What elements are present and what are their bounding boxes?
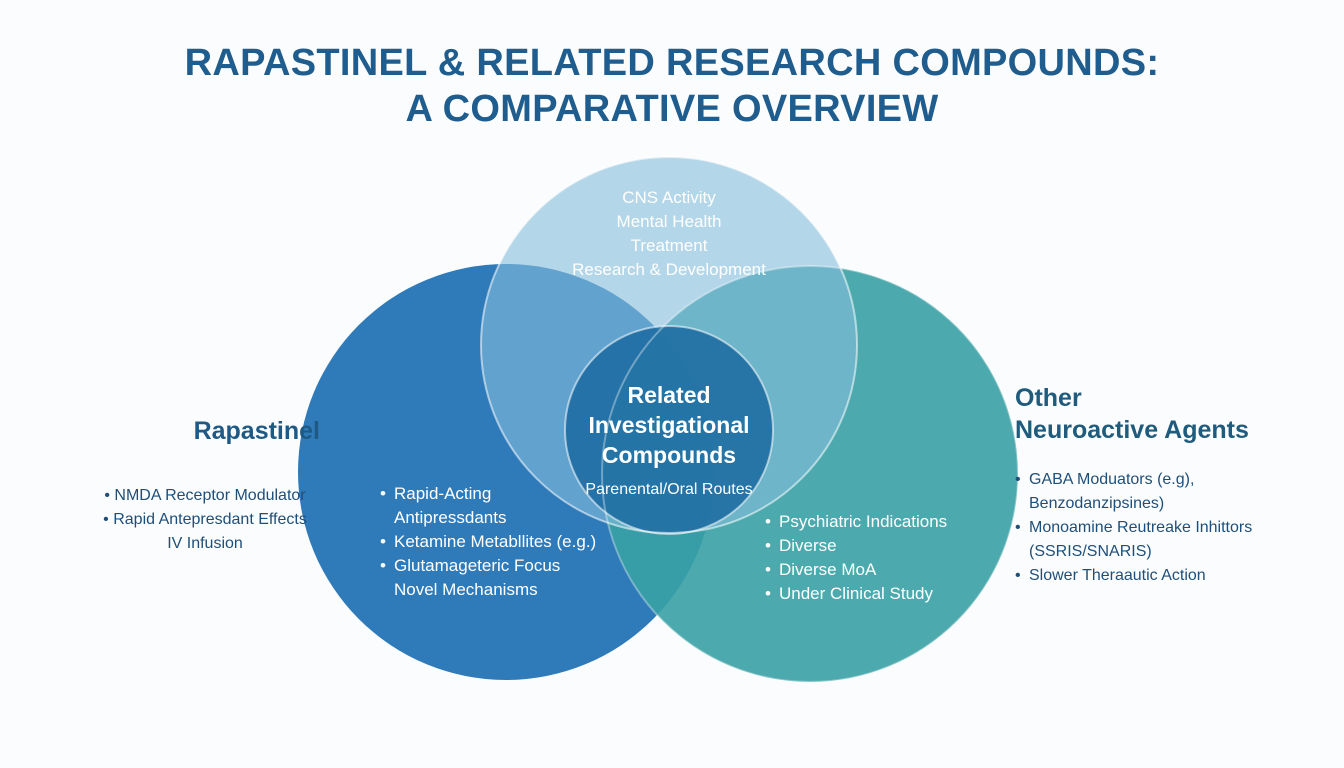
list-item: Rapid-Acting bbox=[380, 482, 596, 506]
top-circle-text: CNS Activity Mental Health Treatment Res… bbox=[572, 188, 766, 279]
list-item: Diverse MoA bbox=[765, 558, 947, 582]
list-item: Antipressdants bbox=[394, 508, 507, 527]
list-item: Glutamageteric Focus bbox=[380, 554, 596, 578]
left-circle-list: Rapid-Acting Antipressdants Ketamine Met… bbox=[380, 482, 596, 602]
list-item: Benzodanzipsines) bbox=[1029, 495, 1165, 512]
list-item: Ketamine Metabllites (e.g.) bbox=[380, 530, 596, 554]
center-circle-text: Related Investigational Compounds Parene… bbox=[585, 382, 753, 498]
page-title: RAPASTINEL & RELATED RESEARCH COMPOUNDS:… bbox=[184, 42, 1160, 130]
other-agents-heading: Other Neuroactive Agents bbox=[1015, 384, 1249, 444]
center-circle bbox=[565, 326, 773, 534]
list-item: Slower Theraautic Action bbox=[1015, 564, 1252, 588]
list-item: Novel Mechanisms bbox=[394, 580, 538, 599]
list-item: GABA Moduators (e.g), bbox=[1015, 468, 1252, 492]
center-circle-outline bbox=[564, 325, 774, 535]
list-item: Monoamine Reutreake Inhittors bbox=[1015, 516, 1252, 540]
list-item: (SSRIS/SNARIS) bbox=[1029, 543, 1152, 560]
right-circle-list: Psychiatric Indications Diverse Diverse … bbox=[765, 510, 947, 606]
rapastinel-list: • NMDA Receptor Modulator • Rapid Antepr… bbox=[103, 487, 307, 552]
list-item: Psychiatric Indications bbox=[765, 510, 947, 534]
rapastinel-heading: Rapastinel bbox=[193, 417, 320, 445]
other-agents-list: GABA Moduators (e.g), Benzodanzipsines) … bbox=[1015, 468, 1252, 588]
list-item: Diverse bbox=[765, 534, 947, 558]
list-item: Under Clinical Study bbox=[765, 582, 947, 606]
